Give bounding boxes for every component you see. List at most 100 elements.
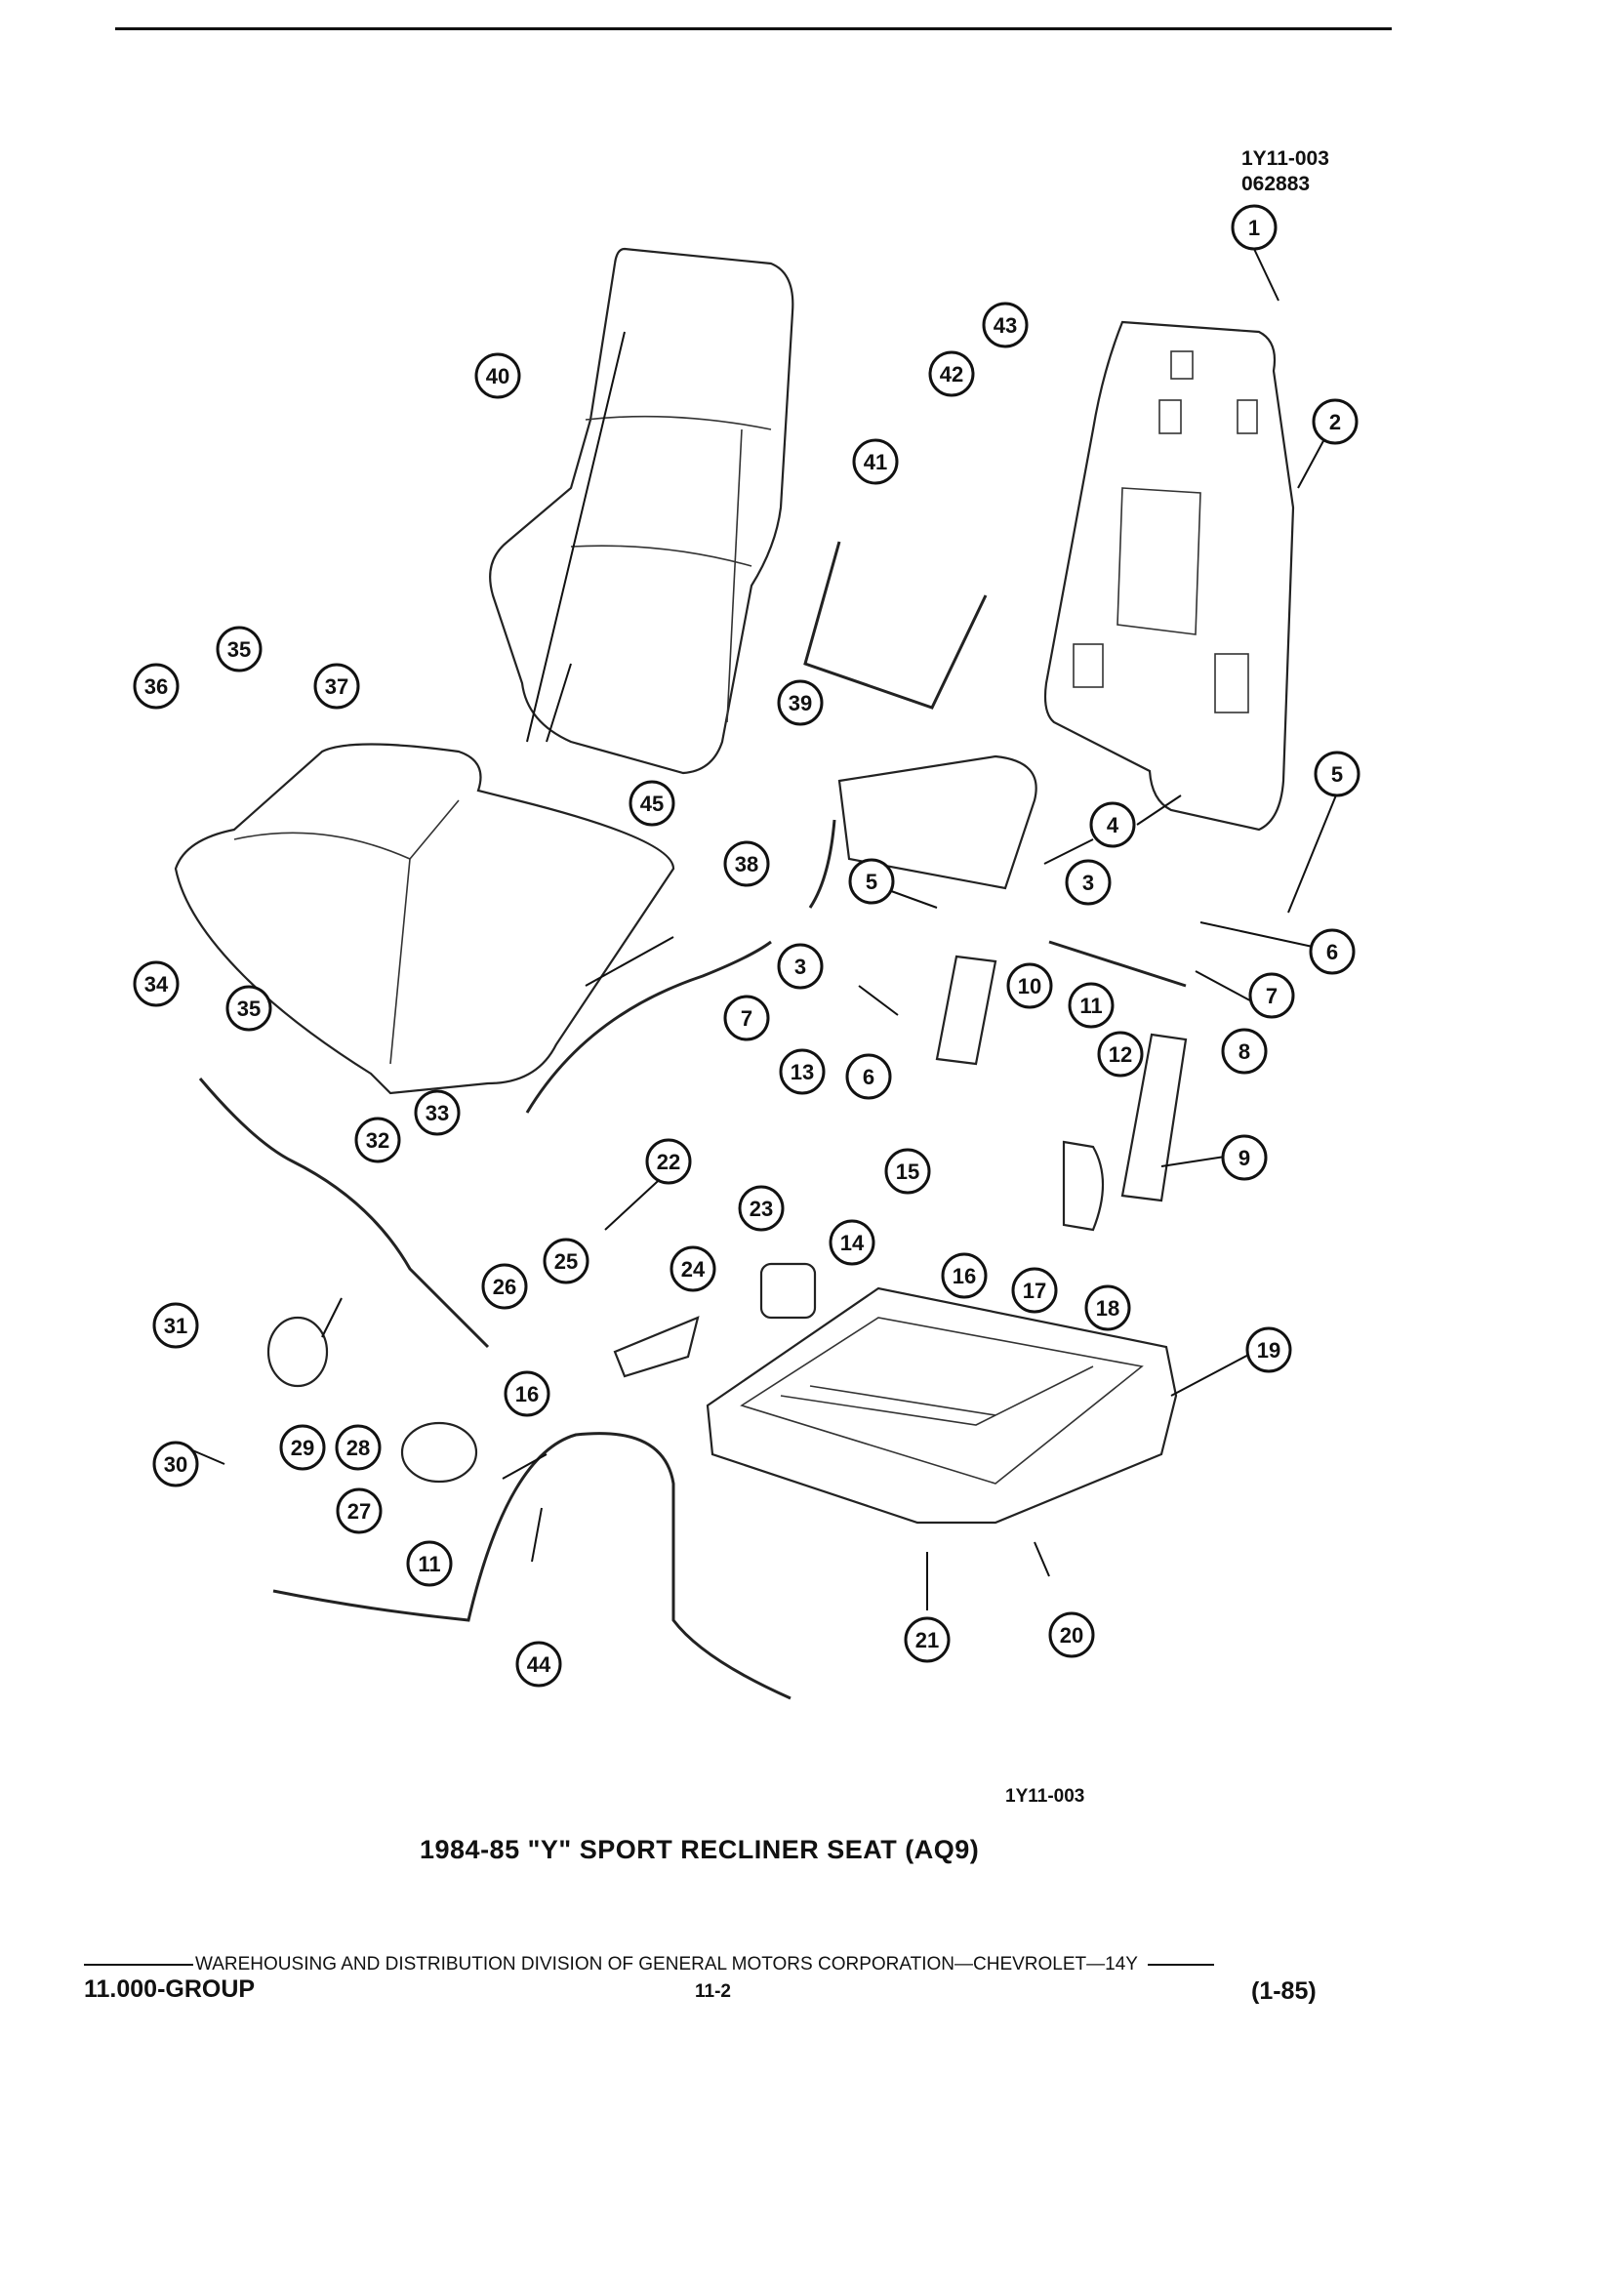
svg-text:3: 3 bbox=[1082, 871, 1094, 895]
footer-group: 11.000-GROUP bbox=[84, 1975, 256, 2003]
top-rule bbox=[115, 27, 1392, 30]
callout-23: 23 bbox=[738, 1185, 785, 1232]
svg-text:9: 9 bbox=[1238, 1146, 1250, 1170]
callout-4: 4 bbox=[1089, 801, 1136, 848]
svg-text:1: 1 bbox=[1248, 216, 1260, 240]
callout-5b: 5 bbox=[848, 858, 895, 905]
seat-pan bbox=[706, 1286, 1178, 1525]
svg-text:37: 37 bbox=[325, 674, 348, 699]
svg-text:40: 40 bbox=[486, 364, 509, 388]
svg-text:19: 19 bbox=[1257, 1338, 1280, 1363]
svg-text:10: 10 bbox=[1018, 974, 1041, 998]
callout-15: 15 bbox=[884, 1148, 931, 1195]
recliner-mechanism bbox=[935, 940, 1188, 1232]
callout-28: 28 bbox=[335, 1424, 382, 1471]
svg-text:6: 6 bbox=[863, 1065, 874, 1089]
callout-34: 34 bbox=[133, 960, 180, 1007]
svg-text:23: 23 bbox=[750, 1197, 773, 1221]
callout-7a: 7 bbox=[1248, 972, 1295, 1019]
svg-text:35: 35 bbox=[237, 997, 261, 1021]
svg-text:11: 11 bbox=[418, 1552, 440, 1576]
svg-text:27: 27 bbox=[347, 1499, 371, 1524]
callout-10: 10 bbox=[1006, 962, 1053, 1009]
callout-2: 2 bbox=[1312, 398, 1359, 445]
lumbar-harness bbox=[808, 819, 836, 909]
lumbar-support bbox=[837, 754, 1037, 890]
callout-17: 17 bbox=[1011, 1267, 1058, 1314]
revision-date: (1-85) bbox=[1251, 1977, 1317, 2005]
callout-30: 30 bbox=[152, 1441, 199, 1487]
footer-division: WAREHOUSING AND DISTRIBUTION DIVISION OF… bbox=[84, 1954, 1214, 1975]
callout-11b: 11 bbox=[406, 1540, 453, 1587]
callout-43: 43 bbox=[982, 302, 1029, 348]
callout-27: 27 bbox=[336, 1487, 383, 1534]
callout-12: 12 bbox=[1097, 1031, 1144, 1078]
callout-7b: 7 bbox=[723, 995, 770, 1041]
callout-35a: 35 bbox=[216, 626, 263, 672]
svg-text:24: 24 bbox=[681, 1257, 706, 1282]
callout-37: 37 bbox=[313, 663, 360, 710]
motor-29 bbox=[266, 1316, 329, 1388]
callout-19: 19 bbox=[1245, 1326, 1292, 1373]
callout-6a: 6 bbox=[1309, 928, 1356, 975]
callout-29: 29 bbox=[279, 1424, 326, 1471]
callout-40: 40 bbox=[474, 352, 521, 399]
svg-text:4: 4 bbox=[1107, 813, 1119, 837]
svg-text:7: 7 bbox=[1266, 984, 1278, 1008]
svg-text:34: 34 bbox=[144, 972, 169, 997]
actuator-23 bbox=[759, 1262, 817, 1320]
svg-text:30: 30 bbox=[164, 1452, 187, 1477]
callout-8: 8 bbox=[1221, 1028, 1268, 1075]
callout-26: 26 bbox=[481, 1263, 528, 1310]
svg-text:35: 35 bbox=[227, 637, 251, 662]
drawing-ref-number: 062883 bbox=[1241, 173, 1311, 195]
callout-18: 18 bbox=[1084, 1284, 1131, 1331]
drawing-reference: 1Y11-003 062883 bbox=[1241, 146, 1329, 197]
svg-text:5: 5 bbox=[1331, 762, 1343, 787]
footer-rule-left bbox=[84, 1963, 193, 1966]
svg-text:45: 45 bbox=[640, 792, 664, 816]
seat-harness bbox=[198, 1078, 490, 1349]
callout-11a: 11 bbox=[1068, 982, 1115, 1029]
callout-3b: 3 bbox=[777, 943, 824, 990]
callout-24: 24 bbox=[670, 1245, 716, 1292]
callout-44: 44 bbox=[515, 1641, 562, 1688]
callout-13: 13 bbox=[779, 1048, 826, 1095]
callout-14: 14 bbox=[829, 1219, 875, 1266]
callout-25: 25 bbox=[543, 1238, 589, 1284]
callout-42: 42 bbox=[928, 350, 975, 397]
callout-20: 20 bbox=[1048, 1611, 1095, 1658]
seat-back-cushion bbox=[489, 247, 794, 775]
seat-cushion bbox=[174, 743, 675, 1095]
figure-caption: 1984-85 "Y" SPORT RECLINER SEAT (AQ9) bbox=[420, 1835, 980, 1864]
svg-text:13: 13 bbox=[791, 1060, 814, 1084]
svg-text:32: 32 bbox=[366, 1128, 389, 1153]
callout-9: 9 bbox=[1221, 1134, 1268, 1181]
callout-45: 45 bbox=[629, 780, 675, 827]
svg-text:29: 29 bbox=[291, 1436, 314, 1460]
drawing-ref-code: 1Y11-003 bbox=[1241, 147, 1329, 170]
callout-32: 32 bbox=[354, 1117, 401, 1163]
svg-text:14: 14 bbox=[840, 1231, 865, 1255]
svg-text:12: 12 bbox=[1109, 1042, 1132, 1067]
svg-text:36: 36 bbox=[144, 674, 168, 699]
seat-back-wire bbox=[803, 541, 988, 710]
svg-text:39: 39 bbox=[789, 691, 812, 715]
svg-text:33: 33 bbox=[426, 1101, 449, 1125]
callout-35b: 35 bbox=[225, 985, 272, 1032]
exploded-view-drawing: 1 2 3 3 4 5 5 6 6 7 7 8 9 10 11 11 12 13… bbox=[133, 204, 1360, 1700]
callout-22: 22 bbox=[645, 1138, 692, 1185]
svg-text:42: 42 bbox=[940, 362, 963, 387]
callout-33: 33 bbox=[414, 1089, 461, 1136]
svg-text:7: 7 bbox=[741, 1006, 752, 1031]
svg-text:22: 22 bbox=[657, 1150, 680, 1174]
svg-text:18: 18 bbox=[1096, 1296, 1119, 1321]
figure-id: 1Y11-003 bbox=[1005, 1786, 1085, 1807]
callout-41: 41 bbox=[852, 438, 899, 485]
seat-adjuster-harness bbox=[525, 940, 772, 1114]
callout-16b: 16 bbox=[504, 1370, 550, 1417]
svg-text:28: 28 bbox=[346, 1436, 370, 1460]
svg-text:25: 25 bbox=[554, 1249, 578, 1274]
svg-text:15: 15 bbox=[896, 1160, 919, 1184]
svg-text:43: 43 bbox=[994, 313, 1017, 338]
